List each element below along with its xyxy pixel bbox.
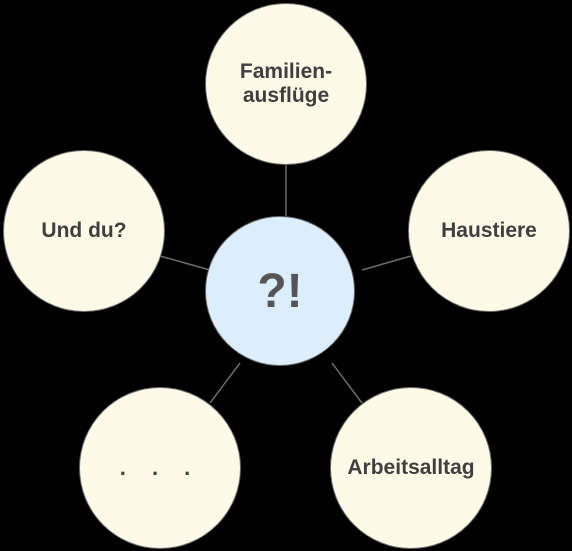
center-node-label: ?! xyxy=(257,264,303,318)
node-familienausfluege: Familien- ausflüge xyxy=(205,3,367,165)
node-ellipsis: . . . xyxy=(79,387,241,549)
center-node: ?! xyxy=(205,216,355,366)
node-label-haustiere: Haustiere xyxy=(441,219,537,242)
node-label-familienausfluege: Familien- ausflüge xyxy=(239,60,333,107)
node-label-arbeitsalltag: Arbeitsalltag xyxy=(347,456,475,479)
node-label-und-du: Und du? xyxy=(41,219,127,242)
node-haustiere: Haustiere xyxy=(408,150,570,312)
connector-bottom-right xyxy=(331,362,363,404)
node-label-ellipsis: . . . xyxy=(119,455,201,480)
node-arbeitsalltag: Arbeitsalltag xyxy=(330,387,492,549)
connector-left xyxy=(159,255,211,271)
node-und-du: Und du? xyxy=(3,150,165,312)
connector-bottom-left xyxy=(209,362,241,404)
connector-right xyxy=(361,255,412,271)
